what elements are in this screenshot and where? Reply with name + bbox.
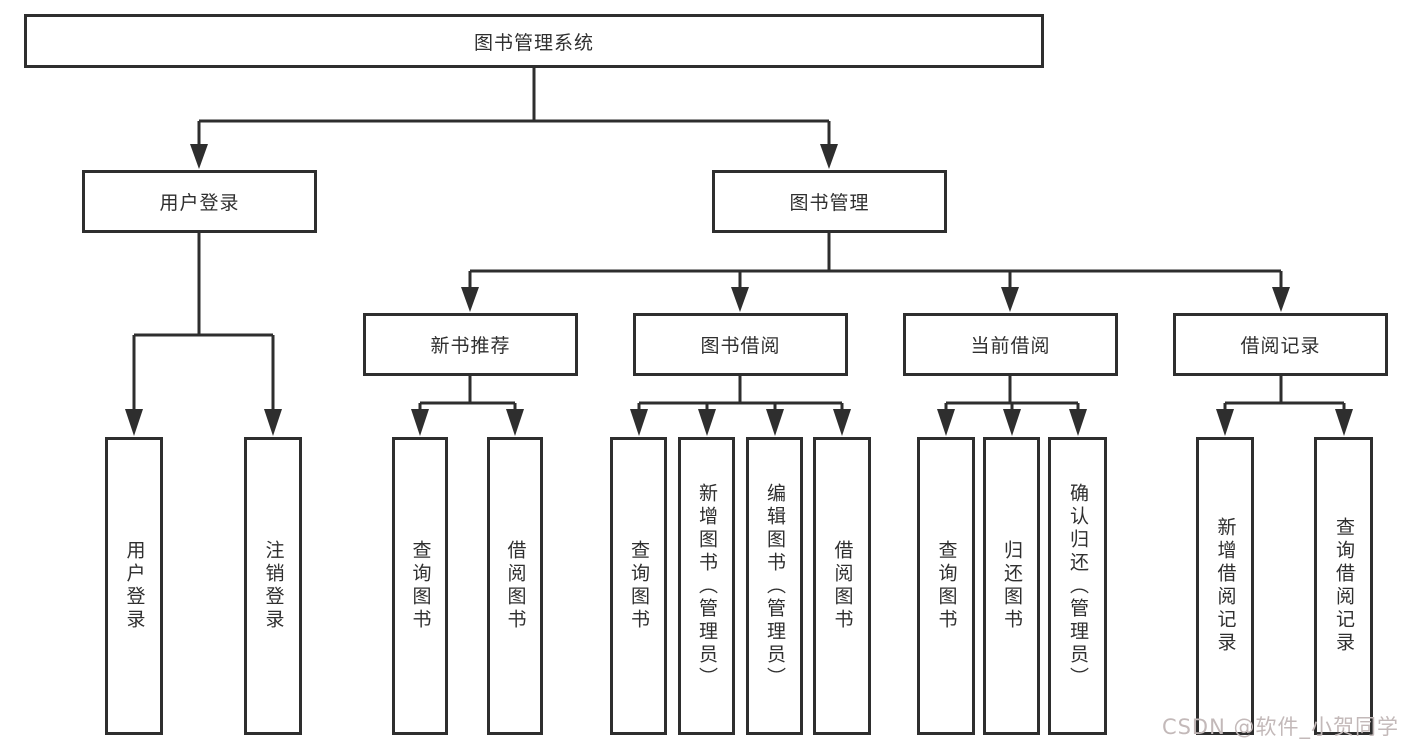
node-current-borrow-label: 当前借阅 bbox=[970, 335, 1051, 357]
leaf-bookborrow-add: 新增图书（管理员） bbox=[678, 437, 735, 735]
leaf-bookborrow-edit: 编辑图书（管理员） bbox=[746, 437, 803, 735]
leaf-bookborrow-query-label: 查询图书 bbox=[628, 540, 650, 632]
leaf-newbooks-borrow: 借阅图书 bbox=[487, 437, 543, 735]
node-book-borrow-label: 图书借阅 bbox=[700, 335, 781, 357]
leaf-currentborrow-return-label: 归还图书 bbox=[1001, 540, 1023, 632]
leaf-currentborrow-confirm-label: 确认归还（管理员） bbox=[1067, 482, 1089, 690]
arrowheads bbox=[125, 144, 1353, 436]
node-user-login-label: 用户登录 bbox=[159, 192, 240, 214]
leaf-currentborrow-query: 查询图书 bbox=[917, 437, 975, 735]
node-book-management: 图书管理 bbox=[712, 170, 947, 233]
node-user-login: 用户登录 bbox=[82, 170, 317, 233]
leaf-bookborrow-borrow-label: 借阅图书 bbox=[831, 540, 854, 632]
node-book-borrow: 图书借阅 bbox=[633, 313, 848, 376]
leaf-records-query-label: 查询借阅记录 bbox=[1333, 517, 1355, 655]
leaf-bookborrow-query: 查询图书 bbox=[610, 437, 667, 735]
leaf-currentborrow-query-label: 查询图书 bbox=[935, 540, 958, 632]
leaf-logout-label: 注销登录 bbox=[262, 540, 285, 632]
leaf-records-add-label: 新增借阅记录 bbox=[1214, 517, 1237, 655]
node-new-books: 新书推荐 bbox=[363, 313, 578, 376]
leaf-user-login-label: 用户登录 bbox=[123, 540, 146, 632]
leaf-newbooks-query: 查询图书 bbox=[392, 437, 448, 735]
leaf-currentborrow-return: 归还图书 bbox=[983, 437, 1040, 735]
node-book-management-label: 图书管理 bbox=[789, 192, 870, 214]
node-root: 图书管理系统 bbox=[24, 14, 1044, 68]
node-borrow-records-label: 借阅记录 bbox=[1240, 335, 1321, 357]
node-borrow-records: 借阅记录 bbox=[1173, 313, 1388, 376]
leaf-bookborrow-edit-label: 编辑图书（管理员） bbox=[764, 482, 786, 690]
node-current-borrow: 当前借阅 bbox=[903, 313, 1118, 376]
leaf-bookborrow-borrow: 借阅图书 bbox=[813, 437, 871, 735]
node-new-books-label: 新书推荐 bbox=[430, 335, 511, 357]
leaf-newbooks-query-label: 查询图书 bbox=[409, 540, 432, 632]
leaf-currentborrow-confirm: 确认归还（管理员） bbox=[1048, 437, 1107, 735]
leaf-records-query: 查询借阅记录 bbox=[1314, 437, 1373, 735]
leaf-newbooks-borrow-label: 借阅图书 bbox=[504, 540, 527, 632]
leaf-bookborrow-add-label: 新增图书（管理员） bbox=[696, 482, 718, 690]
leaf-logout: 注销登录 bbox=[244, 437, 302, 735]
node-root-label: 图书管理系统 bbox=[473, 31, 594, 54]
leaf-records-add: 新增借阅记录 bbox=[1196, 437, 1254, 735]
leaf-user-login: 用户登录 bbox=[105, 437, 163, 735]
